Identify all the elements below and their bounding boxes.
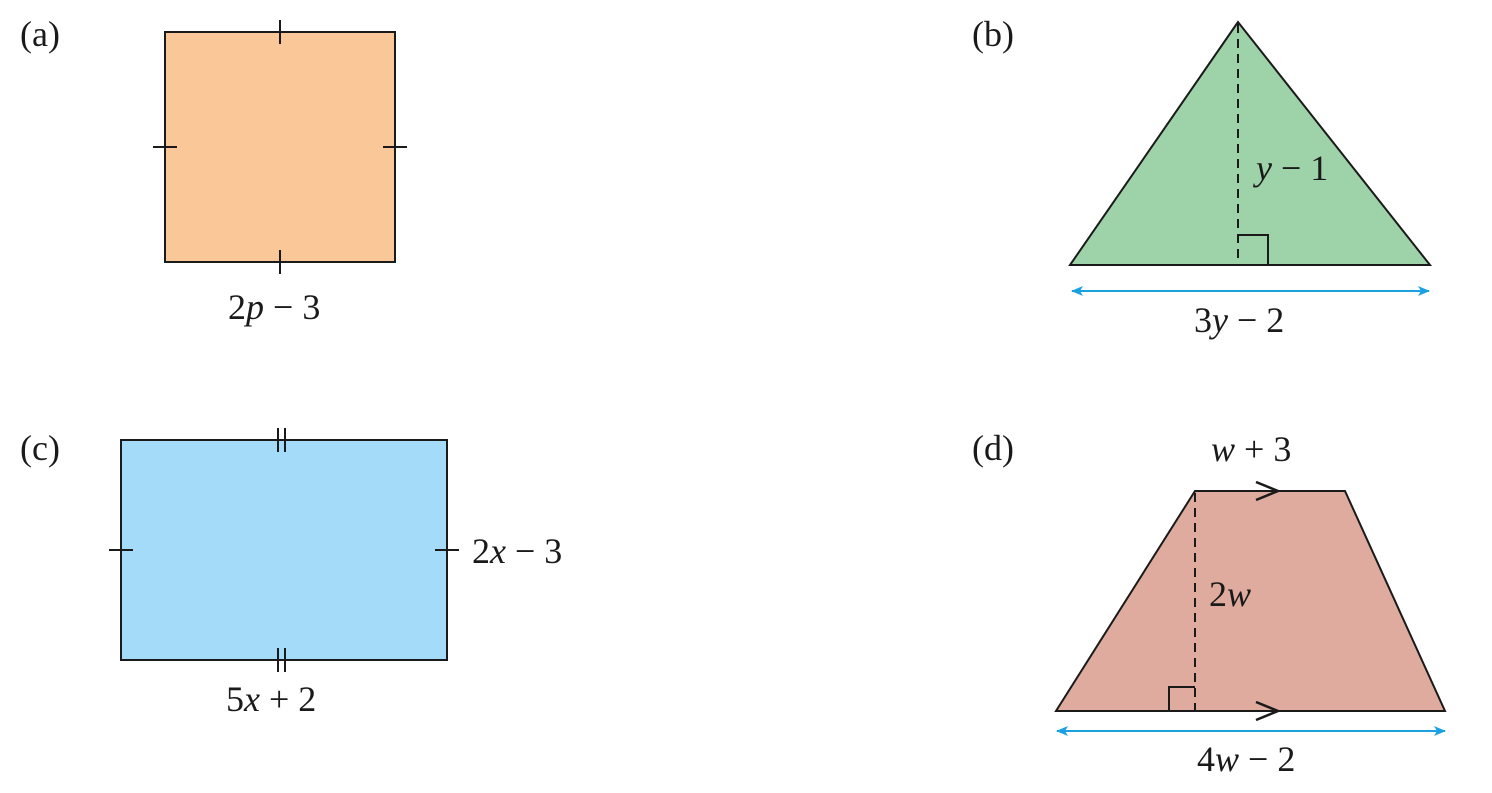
trapezium-top-label: w + 3 [1211,429,1292,469]
panel-label-b: (b) [972,14,1014,54]
trapezium-figure [1054,480,1447,736]
triangle-height-label: y − 1 [1256,148,1329,188]
right-angle-marker [1238,234,1269,265]
right-angle-marker [1168,686,1195,711]
rectangle-length-label: 5x + 2 [226,679,317,719]
parallel-arrow-mark [1255,480,1282,502]
square-side-label: 2p − 3 [228,287,321,327]
parallel-arrow-mark [1255,700,1282,722]
rectangle-shape [120,439,448,661]
panel-label-d: (d) [972,428,1014,468]
triangle-shape [1068,20,1433,266]
trapezium-base-label: 4w − 2 [1197,739,1296,779]
rectangle-figure [109,428,459,672]
panel-label-a: (a) [20,14,60,54]
triangle-figure [1068,20,1433,296]
trapezium-height-label: 2w [1209,574,1252,614]
square-figure [153,20,407,274]
square-shape [164,31,396,263]
trapezium-shape [1054,490,1447,712]
rectangle-width-label: 2x − 3 [472,531,563,571]
triangle-base-label: 3y − 2 [1194,300,1285,340]
panel-label-c: (c) [20,428,60,468]
